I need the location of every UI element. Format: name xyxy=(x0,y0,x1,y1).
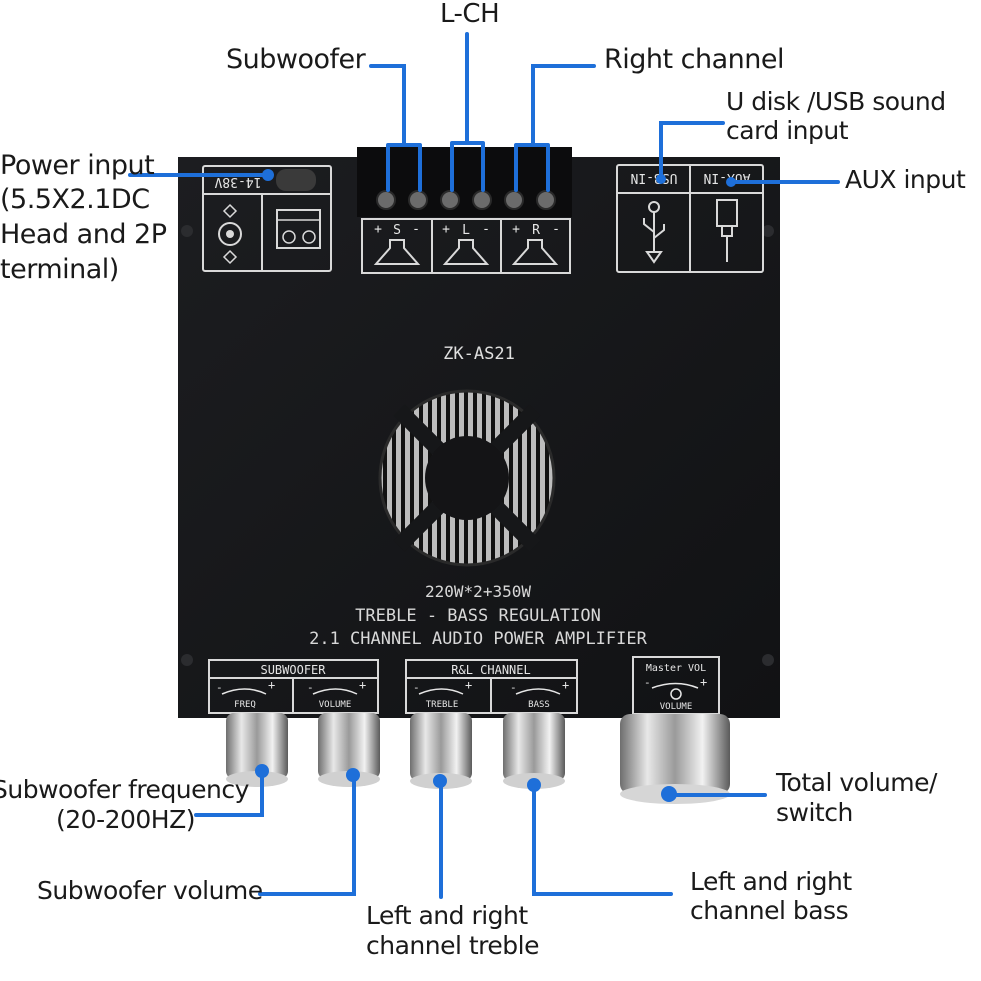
bass-knob[interactable] xyxy=(503,713,565,792)
bass-label-line2: channel bass xyxy=(690,896,849,925)
speaker-s-minus: - xyxy=(412,222,420,237)
speaker-r-plus: + xyxy=(512,222,520,237)
curved-arrow-icon xyxy=(221,688,267,695)
dc-jack-slot xyxy=(276,169,316,191)
curved-arrow-icon xyxy=(651,682,699,689)
sub-volume-label: Subwoofer volume xyxy=(37,876,263,905)
treble-plus: + xyxy=(465,678,472,692)
treble-minus: - xyxy=(413,681,420,694)
curved-arrow-icon xyxy=(418,688,464,695)
voltage-label: 14-38V xyxy=(214,174,261,189)
total-volume-label-line2: switch xyxy=(776,798,853,827)
sub-freq-label-line2: (20-200HZ) xyxy=(56,805,195,834)
usb-in-label: USB-IN xyxy=(631,170,678,185)
screw-top-right xyxy=(762,225,774,237)
master-minus: - xyxy=(644,676,651,689)
usb-label-line2: card input xyxy=(726,116,849,145)
amplifier-description: 2.1 CHANNEL AUDIO POWER AMPLIFIER xyxy=(309,629,648,649)
power-switch-icon xyxy=(670,688,682,700)
speaker-icon xyxy=(511,239,559,265)
usb-icon xyxy=(643,201,665,264)
lch-label: L-CH xyxy=(440,0,500,29)
knob-arrow-icons xyxy=(221,682,699,700)
model-name: ZK-AS21 xyxy=(443,344,515,364)
power-label-line2: (5.5X2.1DC xyxy=(0,184,150,215)
master-volume-knob-label: VOLUME xyxy=(660,702,693,712)
usb-label-line1: U disk /USB sound xyxy=(726,87,946,116)
total-volume-label-line1: Total volume/ xyxy=(776,768,937,797)
speaker-icon xyxy=(373,239,421,265)
power-label-line1: Power input xyxy=(0,150,155,181)
dc-jack-icon xyxy=(218,222,242,246)
terminal-screws xyxy=(376,190,556,210)
subwoofer-volume-knob[interactable] xyxy=(318,713,380,787)
power-input-panel: 14-38V xyxy=(202,165,332,272)
right-channel-label: Right channel xyxy=(604,44,785,75)
subwoofer-control-box xyxy=(208,659,379,714)
power-label-line3: Head and 2P xyxy=(0,219,167,250)
sub-freq-callout-line xyxy=(194,770,264,817)
heatsink-fan xyxy=(378,389,556,567)
fan-hub xyxy=(425,436,509,520)
screw-bottom-left xyxy=(181,654,193,666)
treble-bass-line: TREBLE - BASS REGULATION xyxy=(355,606,601,626)
speaker-icons xyxy=(373,239,559,265)
power-label-line4: terminal) xyxy=(0,254,119,285)
subwoofer-callout-line xyxy=(369,64,422,192)
freq-minus: - xyxy=(216,681,223,694)
callout-lines xyxy=(128,32,840,899)
screw-top-left xyxy=(181,225,193,237)
speaker-icon xyxy=(442,239,490,265)
power-rating: 220W*2+350W xyxy=(425,582,531,601)
sub-volume-knob-label: VOLUME xyxy=(319,700,352,710)
callout-dots xyxy=(262,169,736,187)
speaker-r-minus: - xyxy=(552,222,560,237)
right-channel-callout-line xyxy=(514,64,596,192)
usb-callout-line xyxy=(659,121,725,181)
bass-minus: - xyxy=(510,681,517,694)
subvol-plus: + xyxy=(359,678,366,692)
bass-knob-label: BASS xyxy=(528,700,550,710)
treble-label-line1: Left and right xyxy=(366,901,528,930)
subwoofer-label: Subwoofer xyxy=(226,44,366,75)
speaker-l-plus: + xyxy=(442,222,450,237)
freq-knob-label: FREQ xyxy=(234,700,256,710)
master-group-label: Master VOL xyxy=(646,663,706,674)
curved-arrow-icon xyxy=(515,688,561,695)
curved-arrow-icon xyxy=(312,688,358,695)
treble-knob[interactable] xyxy=(410,713,472,789)
aux-label: AUX input xyxy=(845,165,966,194)
master-volume-knob[interactable] xyxy=(620,714,730,804)
subwoofer-group-label: SUBWOOFER xyxy=(260,663,326,677)
aux-jack-icon xyxy=(716,199,738,262)
rl-group-label: R&L CHANNEL xyxy=(451,663,530,677)
speaker-s-label: S xyxy=(393,223,401,238)
sub-volume-callout-line xyxy=(258,774,356,896)
bass-label-line1: Left and right xyxy=(690,867,852,896)
sub-freq-label-line1: Subwoofer frequency xyxy=(0,775,249,804)
treble-knob-label: TREBLE xyxy=(426,700,459,710)
speaker-l-minus: - xyxy=(482,222,490,237)
rl-channel-control-box xyxy=(405,659,578,714)
bass-callout-line xyxy=(532,784,673,896)
treble-label-line2: channel treble xyxy=(366,931,539,960)
freq-plus: + xyxy=(268,678,275,692)
speaker-r-label: R xyxy=(532,223,540,238)
terminal-block-icon xyxy=(276,209,321,249)
master-plus: + xyxy=(700,675,707,689)
speaker-s-plus: + xyxy=(374,222,382,237)
subvol-minus: - xyxy=(307,681,314,694)
lch-callout-line xyxy=(450,32,485,192)
speaker-l-label: L xyxy=(462,223,470,238)
bass-plus: + xyxy=(562,678,569,692)
screw-bottom-right xyxy=(762,654,774,666)
